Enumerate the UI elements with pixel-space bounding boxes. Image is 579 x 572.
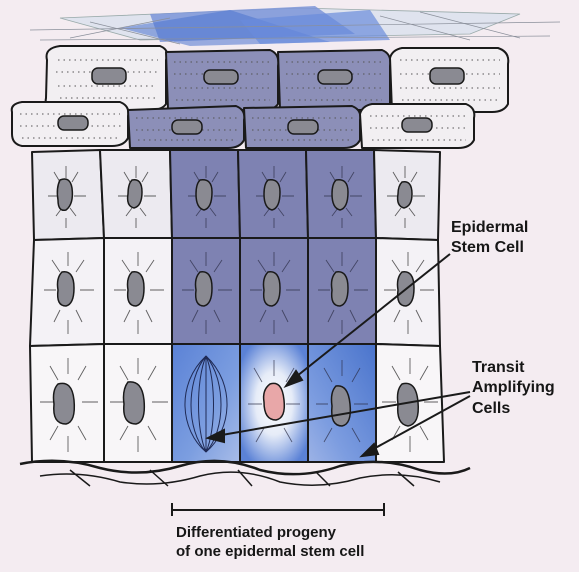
label-transit-amplifying-cells: Transit Amplifying Cells xyxy=(472,358,555,419)
basal-columns xyxy=(30,150,444,462)
basement-membrane xyxy=(20,461,470,486)
label-line: Differentiated progeny xyxy=(176,523,364,542)
stem-cell-nucleus xyxy=(264,383,285,420)
label-epidermal-stem-cell: Epidermal Stem Cell xyxy=(451,218,528,259)
label-line: Transit xyxy=(472,358,555,378)
label-differentiated-progeny: Differentiated progeny of one epidermal … xyxy=(176,523,364,561)
label-line: Cells xyxy=(472,399,555,419)
label-line: Amplifying xyxy=(472,378,555,398)
progeny-bracket xyxy=(172,503,384,516)
top-squames xyxy=(30,6,560,46)
label-line: Stem Cell xyxy=(451,238,528,258)
label-line: of one epidermal stem cell xyxy=(176,542,364,561)
label-line: Epidermal xyxy=(451,218,528,238)
